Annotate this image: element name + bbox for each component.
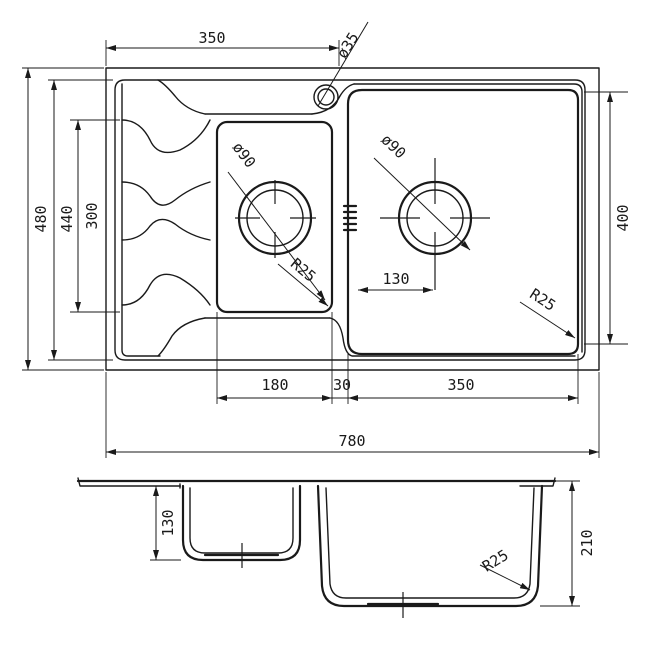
plan-dimensions bbox=[22, 40, 628, 458]
section-dimensions bbox=[150, 480, 580, 607]
label-400: 400 bbox=[614, 204, 632, 231]
label-30: 30 bbox=[333, 376, 351, 394]
large-bowl bbox=[346, 88, 580, 356]
tap-hole bbox=[313, 84, 339, 110]
small-bowl bbox=[215, 120, 334, 314]
label-section-radius: R25 bbox=[479, 546, 512, 576]
small-bowl-radius-leader bbox=[277, 263, 329, 307]
label-480: 480 bbox=[32, 205, 50, 232]
drainer-area bbox=[121, 79, 331, 357]
small-waste-dia-leader bbox=[227, 171, 326, 301]
large-bowl-section bbox=[316, 484, 544, 608]
label-780: 780 bbox=[338, 432, 365, 450]
large-bowl-radius-leader bbox=[519, 301, 576, 339]
section-radius-leader bbox=[479, 564, 531, 591]
section-view bbox=[76, 477, 557, 618]
label-large-radius: R25 bbox=[526, 285, 559, 315]
label-180: 180 bbox=[261, 376, 288, 394]
sink-outer-rim bbox=[105, 67, 600, 371]
label-210-depth: 210 bbox=[578, 529, 596, 556]
label-tap-hole: ø35 bbox=[333, 29, 363, 62]
label-small-radius: R25 bbox=[287, 255, 319, 286]
overflow-slots bbox=[342, 204, 358, 232]
label-small-waste: ø90 bbox=[229, 139, 260, 171]
inner-rim-outline bbox=[114, 79, 586, 361]
label-top-350: 350 bbox=[198, 29, 225, 47]
label-350-bottom: 350 bbox=[447, 376, 474, 394]
label-130-depth: 130 bbox=[159, 509, 177, 536]
tap-hole-leader bbox=[317, 21, 369, 107]
large-waste-dia-leader bbox=[373, 157, 471, 251]
large-waste bbox=[380, 158, 490, 290]
label-300: 300 bbox=[83, 202, 101, 229]
small-waste bbox=[235, 180, 316, 258]
label-waste-offset: 130 bbox=[382, 270, 409, 288]
label-440: 440 bbox=[58, 205, 76, 232]
label-large-waste: ø90 bbox=[377, 131, 409, 163]
plan-view bbox=[105, 21, 600, 371]
